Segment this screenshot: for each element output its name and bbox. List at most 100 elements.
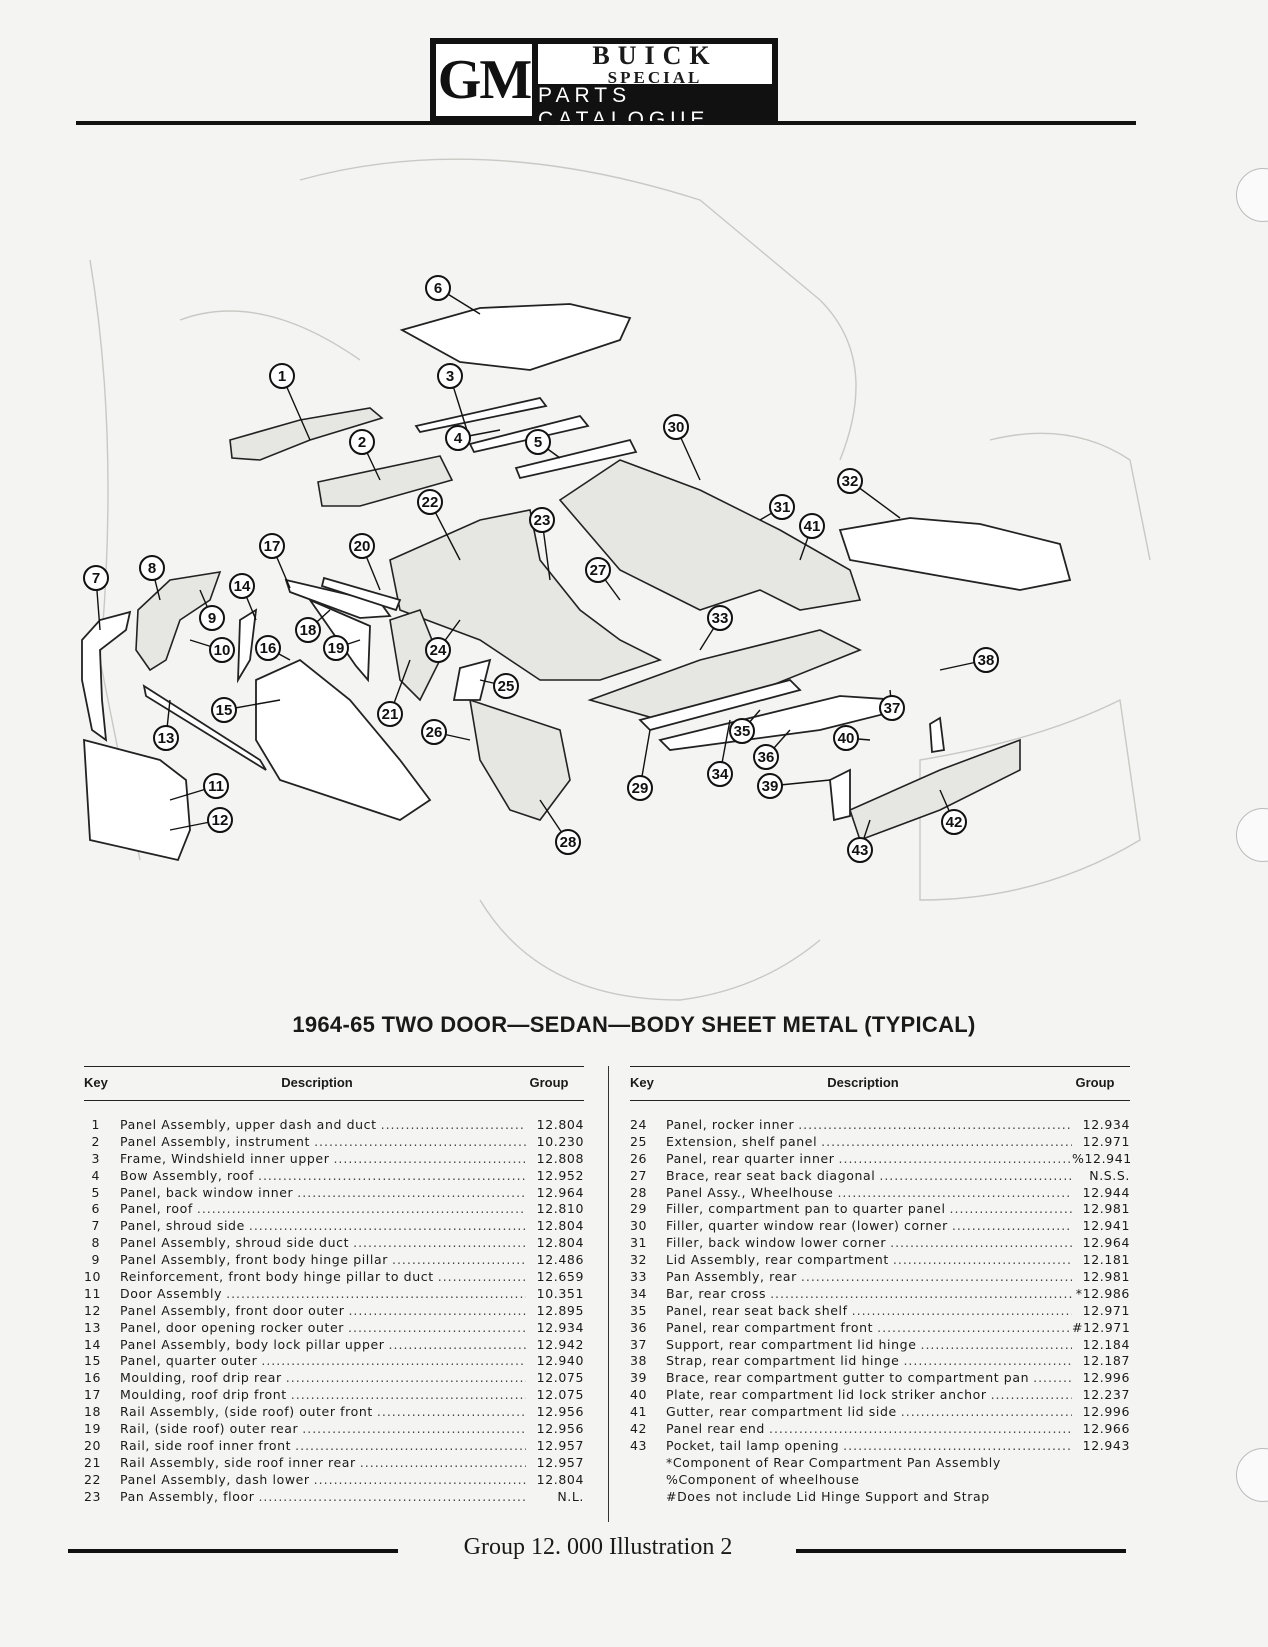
callout-15: 15 [211,697,281,723]
part-rear-end-panel [849,738,1021,842]
callout-number: 37 [884,700,901,717]
callout-number: 21 [382,706,399,723]
dot-leader [950,1201,1072,1216]
table-header: Key Description Group [84,1067,584,1101]
callout-number: 15 [216,702,233,719]
part-tail-lamp-pockets [829,716,946,822]
row-description: Pan Assembly, floor [120,1489,526,1504]
row-group: 12.934 [536,1319,584,1335]
row-description: Moulding, roof drip rear [120,1370,526,1385]
row-key: 21 [84,1454,102,1470]
callout-16: 16 [255,635,291,661]
row-key: 24 [630,1117,648,1132]
row-key: 6 [91,1201,100,1217]
callout-7: 7 [83,565,109,631]
callout-number: 9 [208,610,216,627]
callout-circle [833,725,859,751]
callout-circle [973,647,999,673]
row-key: 39 [630,1370,648,1386]
col-description: Description [281,1075,353,1090]
callout-circle [83,565,109,591]
row-key: 27 [630,1167,648,1183]
dot-leader [314,1472,526,1487]
row-description-text: Pan Assembly, floor [120,1488,255,1504]
callout-number: 6 [434,280,442,297]
row-group: 12.964 [1082,1235,1130,1251]
row-group: 12.956 [536,1421,584,1437]
col-group: Group [529,1075,569,1090]
row-group: 12.942 [536,1336,584,1352]
callout-number: 5 [534,434,542,451]
row-description-text: Panel, shroud side [120,1218,245,1234]
row-description: Panel, door opening rocker outer [120,1320,526,1335]
callout-number: 8 [148,560,156,577]
row-group: 10.351 [536,1285,584,1301]
dot-leader [381,1117,526,1132]
dot-leader [249,1218,526,1233]
callout-33: 33 [699,605,733,651]
row-description-text: Frame, Windshield inner upper [120,1150,330,1166]
row-description-text: Pocket, tail lamp opening [666,1437,840,1453]
row-description-text: Panel, rocker inner [666,1117,795,1132]
dot-leader [295,1438,526,1453]
callout-circle [707,761,733,787]
callout-43: 43 [847,819,873,863]
dot-leader [258,1489,526,1504]
callout-39: 39 [757,773,831,799]
callout-circle [199,605,225,631]
callout-number: 16 [260,640,277,657]
dot-leader [258,1168,526,1183]
row-description-text: Bar, rear cross [666,1285,767,1301]
callout-27: 27 [585,557,621,601]
callout-circle [525,429,551,455]
row-description-text: Pan Assembly, rear [666,1269,797,1285]
dot-leader [438,1269,526,1284]
dot-leader [920,1337,1072,1352]
row-key: 20 [84,1437,102,1453]
callout-number: 4 [454,430,463,447]
dot-leader [901,1404,1072,1419]
callout-number: 38 [978,652,995,669]
col-description: Description [827,1075,899,1090]
dot-leader [197,1201,526,1216]
column-divider [608,1066,609,1522]
row-description: Rail Assembly, side roof inner rear [120,1455,526,1470]
callout-circle [153,725,179,751]
part-back-window-panel [514,438,638,480]
part-upper-dash [229,407,384,461]
logo-text-block: BUICK SPECIAL PARTS CATALOGUE [538,38,778,131]
callout-26: 26 [421,719,471,745]
part-lock-pillar [236,608,258,684]
row-key: 28 [630,1184,648,1200]
dot-leader [348,1303,526,1318]
callout-9: 9 [199,589,225,631]
row-key: 7 [91,1218,100,1234]
row-description-text: Rail Assembly, (side roof) outer front [120,1404,373,1420]
callout-20: 20 [349,533,381,591]
row-group: 12.956 [536,1404,584,1420]
row-description: Moulding, roof drip front [120,1387,526,1402]
row-description-text: Gutter, rear compartment lid side [666,1404,897,1420]
row-group: N.L. [557,1488,584,1504]
callout-2: 2 [349,429,381,481]
row-description: Panel, rocker inner [666,1117,1072,1132]
row-description: Panel, rear quarter inner [666,1151,1072,1166]
footer-rule-left [68,1549,398,1553]
row-key: 2 [91,1133,100,1149]
row-description-text: Panel, rear quarter inner [666,1150,835,1166]
row-description: Filler, quarter window rear (lower) corn… [666,1218,1072,1233]
dot-leader [770,1286,1072,1301]
callout-19: 19 [323,635,361,661]
row-key: 43 [630,1437,648,1453]
